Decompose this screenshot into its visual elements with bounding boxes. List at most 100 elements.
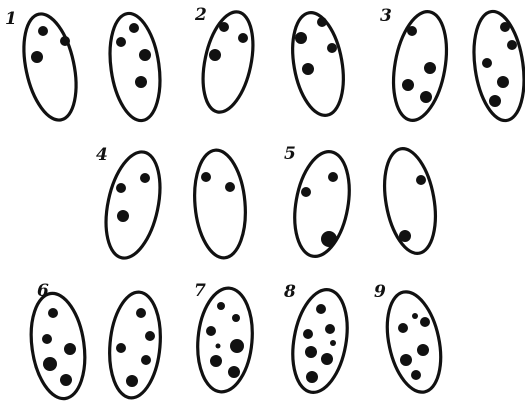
cell-outline: [194, 286, 257, 394]
cell-dot: [217, 302, 225, 310]
group-6-cell-1: [25, 290, 91, 402]
group-4-label: 4: [96, 145, 108, 165]
cell-dot: [60, 374, 72, 386]
cell-dot: [48, 308, 58, 318]
cell-dot: [230, 339, 244, 353]
cell-dot: [402, 79, 414, 91]
cell-dot: [317, 17, 327, 27]
group-1: 1: [5, 9, 166, 125]
group-6: 6: [25, 281, 165, 402]
cell-dot: [399, 230, 411, 242]
cell-dot: [416, 175, 426, 185]
cell-dot: [116, 343, 126, 353]
group-1-label: 1: [5, 9, 17, 29]
cell-dot: [411, 370, 421, 380]
cell-dot: [327, 43, 337, 53]
group-6-cell-2: [105, 290, 164, 400]
group-8-label: 8: [283, 282, 296, 302]
cell-dot: [60, 36, 70, 46]
cell-dot: [136, 308, 146, 318]
cell-dot: [145, 331, 155, 341]
group-3-cell-1: [386, 7, 454, 124]
cell-dot: [316, 304, 326, 314]
cell-dot: [497, 76, 509, 88]
cell-dot: [400, 354, 412, 366]
cell-dot: [232, 314, 240, 322]
group-5-cell-2: [377, 145, 443, 258]
cell-outline: [386, 7, 454, 124]
group-8: 8: [283, 282, 355, 397]
cell-dot: [328, 172, 338, 182]
cell-dot: [321, 231, 337, 247]
group-2: 2: [194, 5, 351, 119]
group-7: 7: [194, 281, 257, 394]
group-3-label: 3: [380, 6, 392, 26]
cell-dot: [201, 172, 211, 182]
cell-dot: [489, 95, 501, 107]
cell-dot: [225, 182, 235, 192]
cell-dot: [295, 32, 307, 44]
cell-dot: [302, 63, 314, 75]
cell-dot: [126, 375, 138, 387]
cell-dot: [117, 210, 129, 222]
group-9-cell-1: [379, 287, 449, 397]
cell-dot: [43, 357, 57, 371]
group-1-cell-1: [15, 9, 84, 125]
cell-dot: [64, 343, 76, 355]
group-7-label: 7: [194, 281, 206, 301]
cell-dot: [116, 37, 126, 47]
cell-dot: [216, 344, 221, 349]
group-2-label: 2: [194, 5, 207, 25]
cell-dot: [305, 346, 317, 358]
cell-dot: [42, 334, 52, 344]
group-1-cell-2: [104, 10, 167, 124]
cell-dot: [412, 313, 418, 319]
cell-outline: [15, 9, 84, 125]
cell-dot: [129, 23, 139, 33]
cell-dot: [206, 326, 216, 336]
group-5-label: 5: [284, 144, 296, 164]
cell-dot: [482, 58, 492, 68]
group-9-label: 9: [374, 282, 386, 302]
cell-dot: [140, 173, 150, 183]
cell-dot: [303, 329, 313, 339]
group-4-cell-2: [190, 148, 249, 260]
cell-dot: [507, 40, 517, 50]
group-4-cell-1: [97, 147, 168, 263]
group-5: 5: [284, 144, 443, 261]
group-7-cell-1: [194, 286, 257, 394]
cell-dot: [398, 323, 408, 333]
cell-dot: [135, 76, 147, 88]
cell-dot: [38, 26, 48, 36]
cell-dot: [500, 22, 510, 32]
cell-dot: [321, 353, 333, 365]
cell-dot: [420, 317, 430, 327]
cell-outline: [25, 290, 91, 402]
group-4: 4: [96, 145, 250, 263]
cell-dot: [325, 324, 335, 334]
group-3-cell-2: [468, 8, 525, 124]
cell-outline: [377, 145, 443, 258]
cell-dot: [116, 183, 126, 193]
cell-dot: [31, 51, 43, 63]
group-9: 9: [374, 282, 449, 397]
group-5-cell-1: [287, 147, 357, 260]
cell-outline: [190, 148, 249, 260]
cell-dot: [238, 33, 248, 43]
cell-dot: [141, 355, 151, 365]
cell-dot: [407, 26, 417, 36]
cell-dot: [420, 91, 432, 103]
cell-outline: [285, 9, 350, 120]
group-3: 3: [380, 6, 525, 125]
cell-outline: [379, 287, 449, 397]
cell-outline: [97, 147, 168, 263]
cell-dot: [219, 22, 229, 32]
cell-dot: [301, 187, 311, 197]
cell-dot: [330, 340, 336, 346]
group-2-cell-2: [285, 9, 350, 120]
cell-dot: [306, 371, 318, 383]
cell-dot: [139, 49, 151, 61]
cell-dot: [210, 355, 222, 367]
cell-dot: [228, 366, 240, 378]
